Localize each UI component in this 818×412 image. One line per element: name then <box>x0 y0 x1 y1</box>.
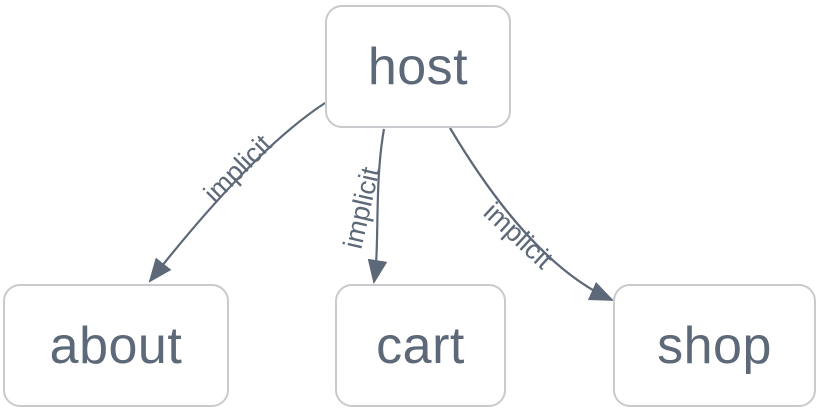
edge-host-about <box>148 102 326 283</box>
node-cart: cart <box>335 284 506 407</box>
edge-label-host-cart: implicit <box>337 164 386 252</box>
node-about: about <box>3 284 229 407</box>
node-shop: shop <box>613 284 816 407</box>
node-about-label: about <box>49 316 183 375</box>
edge-label-host-about: implicit <box>197 128 278 209</box>
node-shop-label: shop <box>657 316 772 375</box>
edge-host-shop <box>449 127 615 302</box>
node-cart-label: cart <box>376 316 465 375</box>
node-host: host <box>325 5 511 128</box>
node-host-label: host <box>367 37 469 96</box>
edge-label-host-shop: implicit <box>477 196 559 275</box>
